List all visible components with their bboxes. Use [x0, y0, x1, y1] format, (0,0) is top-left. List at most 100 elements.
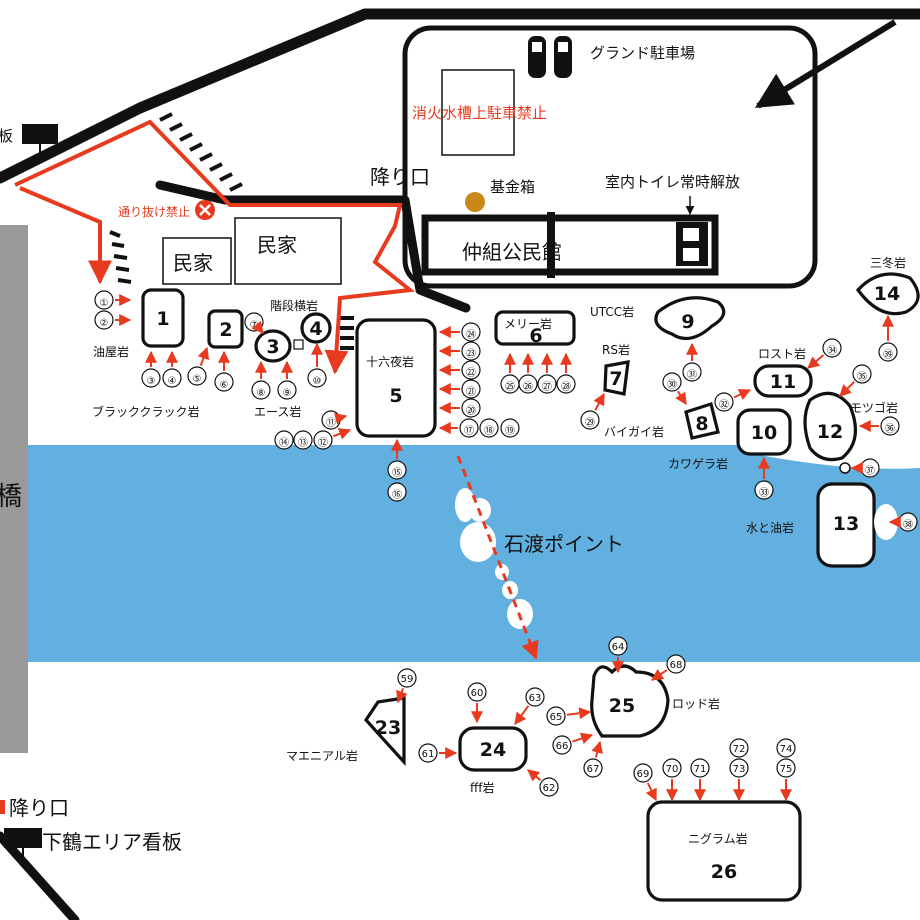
route-marker[interactable]: 73	[729, 758, 749, 778]
route-marker[interactable]: 62	[539, 777, 559, 797]
route-marker[interactable]: ④	[162, 368, 182, 388]
route-marker[interactable]: 71	[690, 758, 710, 778]
route-marker[interactable]: 64	[608, 636, 628, 656]
route-marker[interactable]: 69	[633, 763, 653, 783]
svg-text:66: 66	[556, 741, 569, 752]
route-marker[interactable]: ⑲	[500, 418, 520, 438]
route-marker-arrow	[591, 740, 603, 758]
route-marker-arrow	[566, 707, 592, 720]
svg-text:㊳: ㊳	[903, 519, 913, 531]
svg-text:⑤: ⑤	[193, 374, 202, 385]
car-icon	[528, 36, 572, 78]
stepping-stones	[455, 488, 533, 629]
route-marker[interactable]: ⑭	[274, 430, 294, 450]
route-marker[interactable]: 74	[776, 738, 796, 758]
rock-1[interactable]: 1 油屋岩	[93, 288, 185, 359]
route-marker[interactable]: ②	[94, 310, 114, 330]
rock-4[interactable]: 4 階段横岩	[270, 298, 332, 344]
svg-text:㉑: ㉑	[466, 386, 476, 398]
route-marker[interactable]: ⑤	[187, 366, 207, 386]
route-marker[interactable]: ㉔	[461, 322, 481, 342]
rock-10[interactable]: 10 カワゲラ岩	[668, 408, 792, 471]
svg-text:23: 23	[375, 717, 401, 739]
route-marker[interactable]: 59	[397, 668, 417, 688]
svg-text:③: ③	[147, 376, 156, 387]
route-marker[interactable]: ⑰	[459, 418, 479, 438]
route-marker[interactable]: ㉖	[518, 374, 538, 394]
svg-text:㉖: ㉖	[523, 381, 533, 393]
rock-6[interactable]: メリー岩 6	[494, 310, 576, 347]
route-marker[interactable]: ⑯	[387, 482, 407, 502]
house-1	[162, 237, 232, 285]
rock-24[interactable]: 24 fff岩	[458, 726, 528, 795]
route-marker[interactable]: 63	[525, 687, 545, 707]
route-marker[interactable]: ⑮	[387, 460, 407, 480]
route-marker[interactable]: ⑩	[307, 368, 327, 388]
svg-text:⑦: ⑦	[250, 320, 259, 331]
route-marker[interactable]: 70	[662, 758, 682, 778]
rock-11[interactable]: 11 ロスト岩	[753, 346, 813, 398]
route-marker[interactable]: ㉜	[714, 392, 734, 412]
rock-23[interactable]: 23 マエニアル岩	[286, 696, 406, 767]
route-marker-arrow	[733, 389, 752, 400]
route-marker[interactable]: ⑥	[214, 372, 234, 392]
route-marker[interactable]: 68	[666, 654, 686, 674]
rock-9[interactable]: 9 UTCC岩	[590, 296, 726, 341]
route-marker[interactable]: ㉞	[822, 338, 842, 358]
route-marker[interactable]: 75	[776, 758, 796, 778]
route-marker[interactable]: ㊴	[878, 342, 898, 362]
no-parking-label: 消火水槽上駐車禁止	[412, 104, 547, 122]
svg-text:㉝: ㉝	[759, 487, 769, 499]
route-marker[interactable]: ㊳	[898, 512, 918, 532]
rock-2[interactable]: 2	[207, 309, 244, 349]
svg-text:⑰: ⑰	[464, 425, 474, 437]
rock-3[interactable]: 3 エース岩	[254, 329, 304, 419]
route-marker[interactable]: ㉒	[461, 360, 481, 380]
route-marker[interactable]: 61	[418, 743, 438, 763]
route-marker[interactable]: ㉟	[852, 364, 872, 384]
route-marker[interactable]: ㉕	[500, 374, 520, 394]
route-marker[interactable]: ①	[94, 290, 114, 310]
rock-12[interactable]: 12 モツゴ岩	[803, 391, 898, 474]
route-marker[interactable]: ⑫	[313, 430, 333, 450]
rock-7[interactable]: 7 RS岩	[602, 342, 630, 396]
svg-text:6: 6	[529, 325, 542, 347]
route-marker[interactable]: ⑬	[293, 430, 313, 450]
rock-26[interactable]: ニグラム岩 26	[646, 800, 802, 902]
fund-box-label: 基金箱	[490, 178, 535, 196]
route-marker[interactable]: ㉝	[754, 480, 774, 500]
route-marker[interactable]: ⑧	[251, 380, 271, 400]
route-marker[interactable]: ㊱	[880, 416, 900, 436]
route-marker-arrow	[651, 669, 668, 681]
rock-25[interactable]: 25 ロッド岩	[590, 664, 720, 738]
route-marker[interactable]: ⑦	[244, 312, 264, 332]
route-marker[interactable]: ㉚	[662, 372, 682, 392]
route-marker[interactable]: ⑪	[321, 410, 341, 430]
svg-text:⑭: ⑭	[279, 437, 289, 449]
route-marker-arrow	[332, 428, 352, 440]
route-marker[interactable]: ㉛	[682, 362, 702, 382]
rock-5[interactable]: 十六夜岩 5	[355, 318, 437, 438]
route-marker[interactable]: ③	[141, 368, 161, 388]
route-marker[interactable]: ㉗	[537, 374, 557, 394]
route-marker[interactable]: ㉘	[556, 374, 576, 394]
svg-text:⑳: ⑳	[466, 405, 476, 417]
rock-14[interactable]: 14 三冬岩	[855, 255, 920, 316]
route-marker[interactable]: ㉑	[461, 379, 481, 399]
svg-text:㉚: ㉚	[667, 379, 677, 391]
route-marker[interactable]: 66	[552, 735, 572, 755]
route-marker[interactable]: 72	[729, 738, 749, 758]
route-marker[interactable]: ⑱	[479, 418, 499, 438]
svg-text:㉟: ㉟	[857, 371, 867, 383]
route-marker[interactable]: ⑨	[277, 380, 297, 400]
rock-13[interactable]: 13 水と油岩	[746, 482, 898, 568]
route-marker[interactable]: ⑳	[461, 398, 481, 418]
route-marker[interactable]: 67	[583, 758, 603, 778]
route-marker[interactable]: 60	[467, 682, 487, 702]
rock-8[interactable]: 8 バイガイ岩	[604, 401, 720, 440]
route-marker[interactable]: ㉙	[580, 410, 600, 430]
route-marker[interactable]: ㉓	[461, 341, 481, 361]
route-marker[interactable]: 65	[546, 706, 566, 726]
route-marker[interactable]: ㊲	[860, 458, 880, 478]
